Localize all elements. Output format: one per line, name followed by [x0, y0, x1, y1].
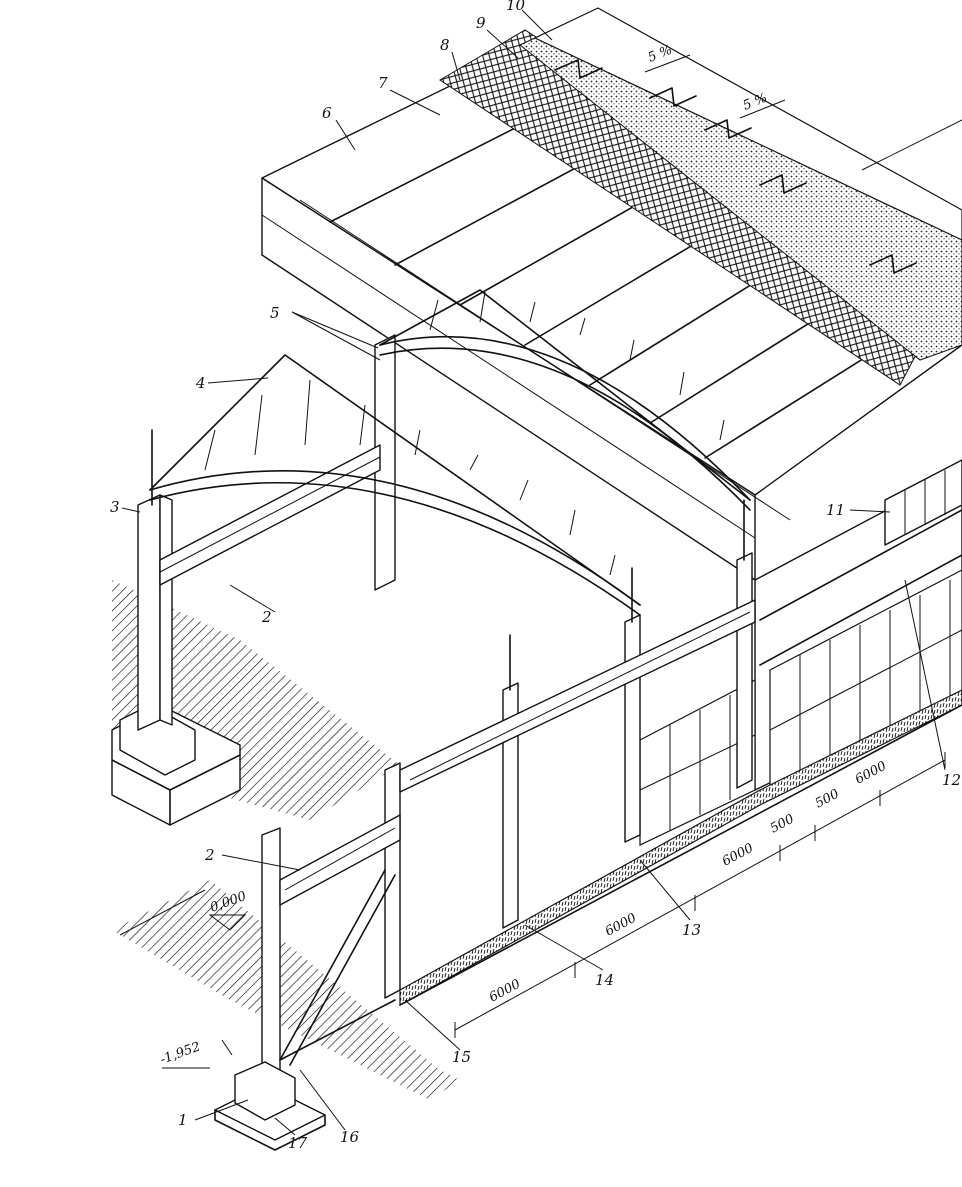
level-marker-zero [208, 914, 247, 931]
label-9: 9 [476, 14, 486, 32]
label-10: 10 [506, 0, 526, 14]
roofing-layer [533, 7, 962, 241]
label-2-upper: 2 [261, 608, 272, 626]
label-11: 11 [826, 501, 845, 519]
label-16: 16 [340, 1128, 360, 1146]
crane-beams [159, 444, 756, 906]
label-14: 14 [595, 971, 614, 989]
label-8: 8 [440, 36, 450, 54]
label-17: 17 [288, 1134, 308, 1152]
label-1: 1 [178, 1111, 188, 1129]
dimension-lines [454, 119, 962, 1038]
label-6: 6 [322, 104, 332, 122]
dimension-6000-4: 6000 [853, 759, 889, 788]
callout-labels: 1 2 2 3 4 5 6 7 8 9 10 11 12 13 14 15 16… [110, 0, 961, 1152]
slope-arrows [644, 54, 786, 119]
dimension-6000-3: 6000 [720, 841, 756, 870]
leader-lines [121, 9, 946, 1136]
roof-trusses [149, 289, 751, 616]
label-7: 7 [378, 74, 388, 92]
label-4: 4 [195, 374, 206, 392]
label-3: 3 [110, 498, 120, 516]
label-5: 5 [270, 304, 280, 322]
dimension-6000-2: 6000 [603, 911, 639, 940]
level-label-bottom: -1,952 [158, 1039, 202, 1067]
label-15: 15 [452, 1048, 471, 1066]
dimension-500-1: 500 [768, 812, 797, 837]
label-13: 13 [682, 921, 701, 939]
label-2-lower: 2 [204, 846, 215, 864]
dimension-6000-1: 6000 [487, 977, 523, 1006]
columns [137, 334, 753, 1089]
level-marker-bottom [162, 1039, 233, 1069]
dimension-500-2: 500 [813, 787, 842, 812]
label-12: 12 [942, 771, 961, 789]
foundation-front [214, 689, 962, 1151]
